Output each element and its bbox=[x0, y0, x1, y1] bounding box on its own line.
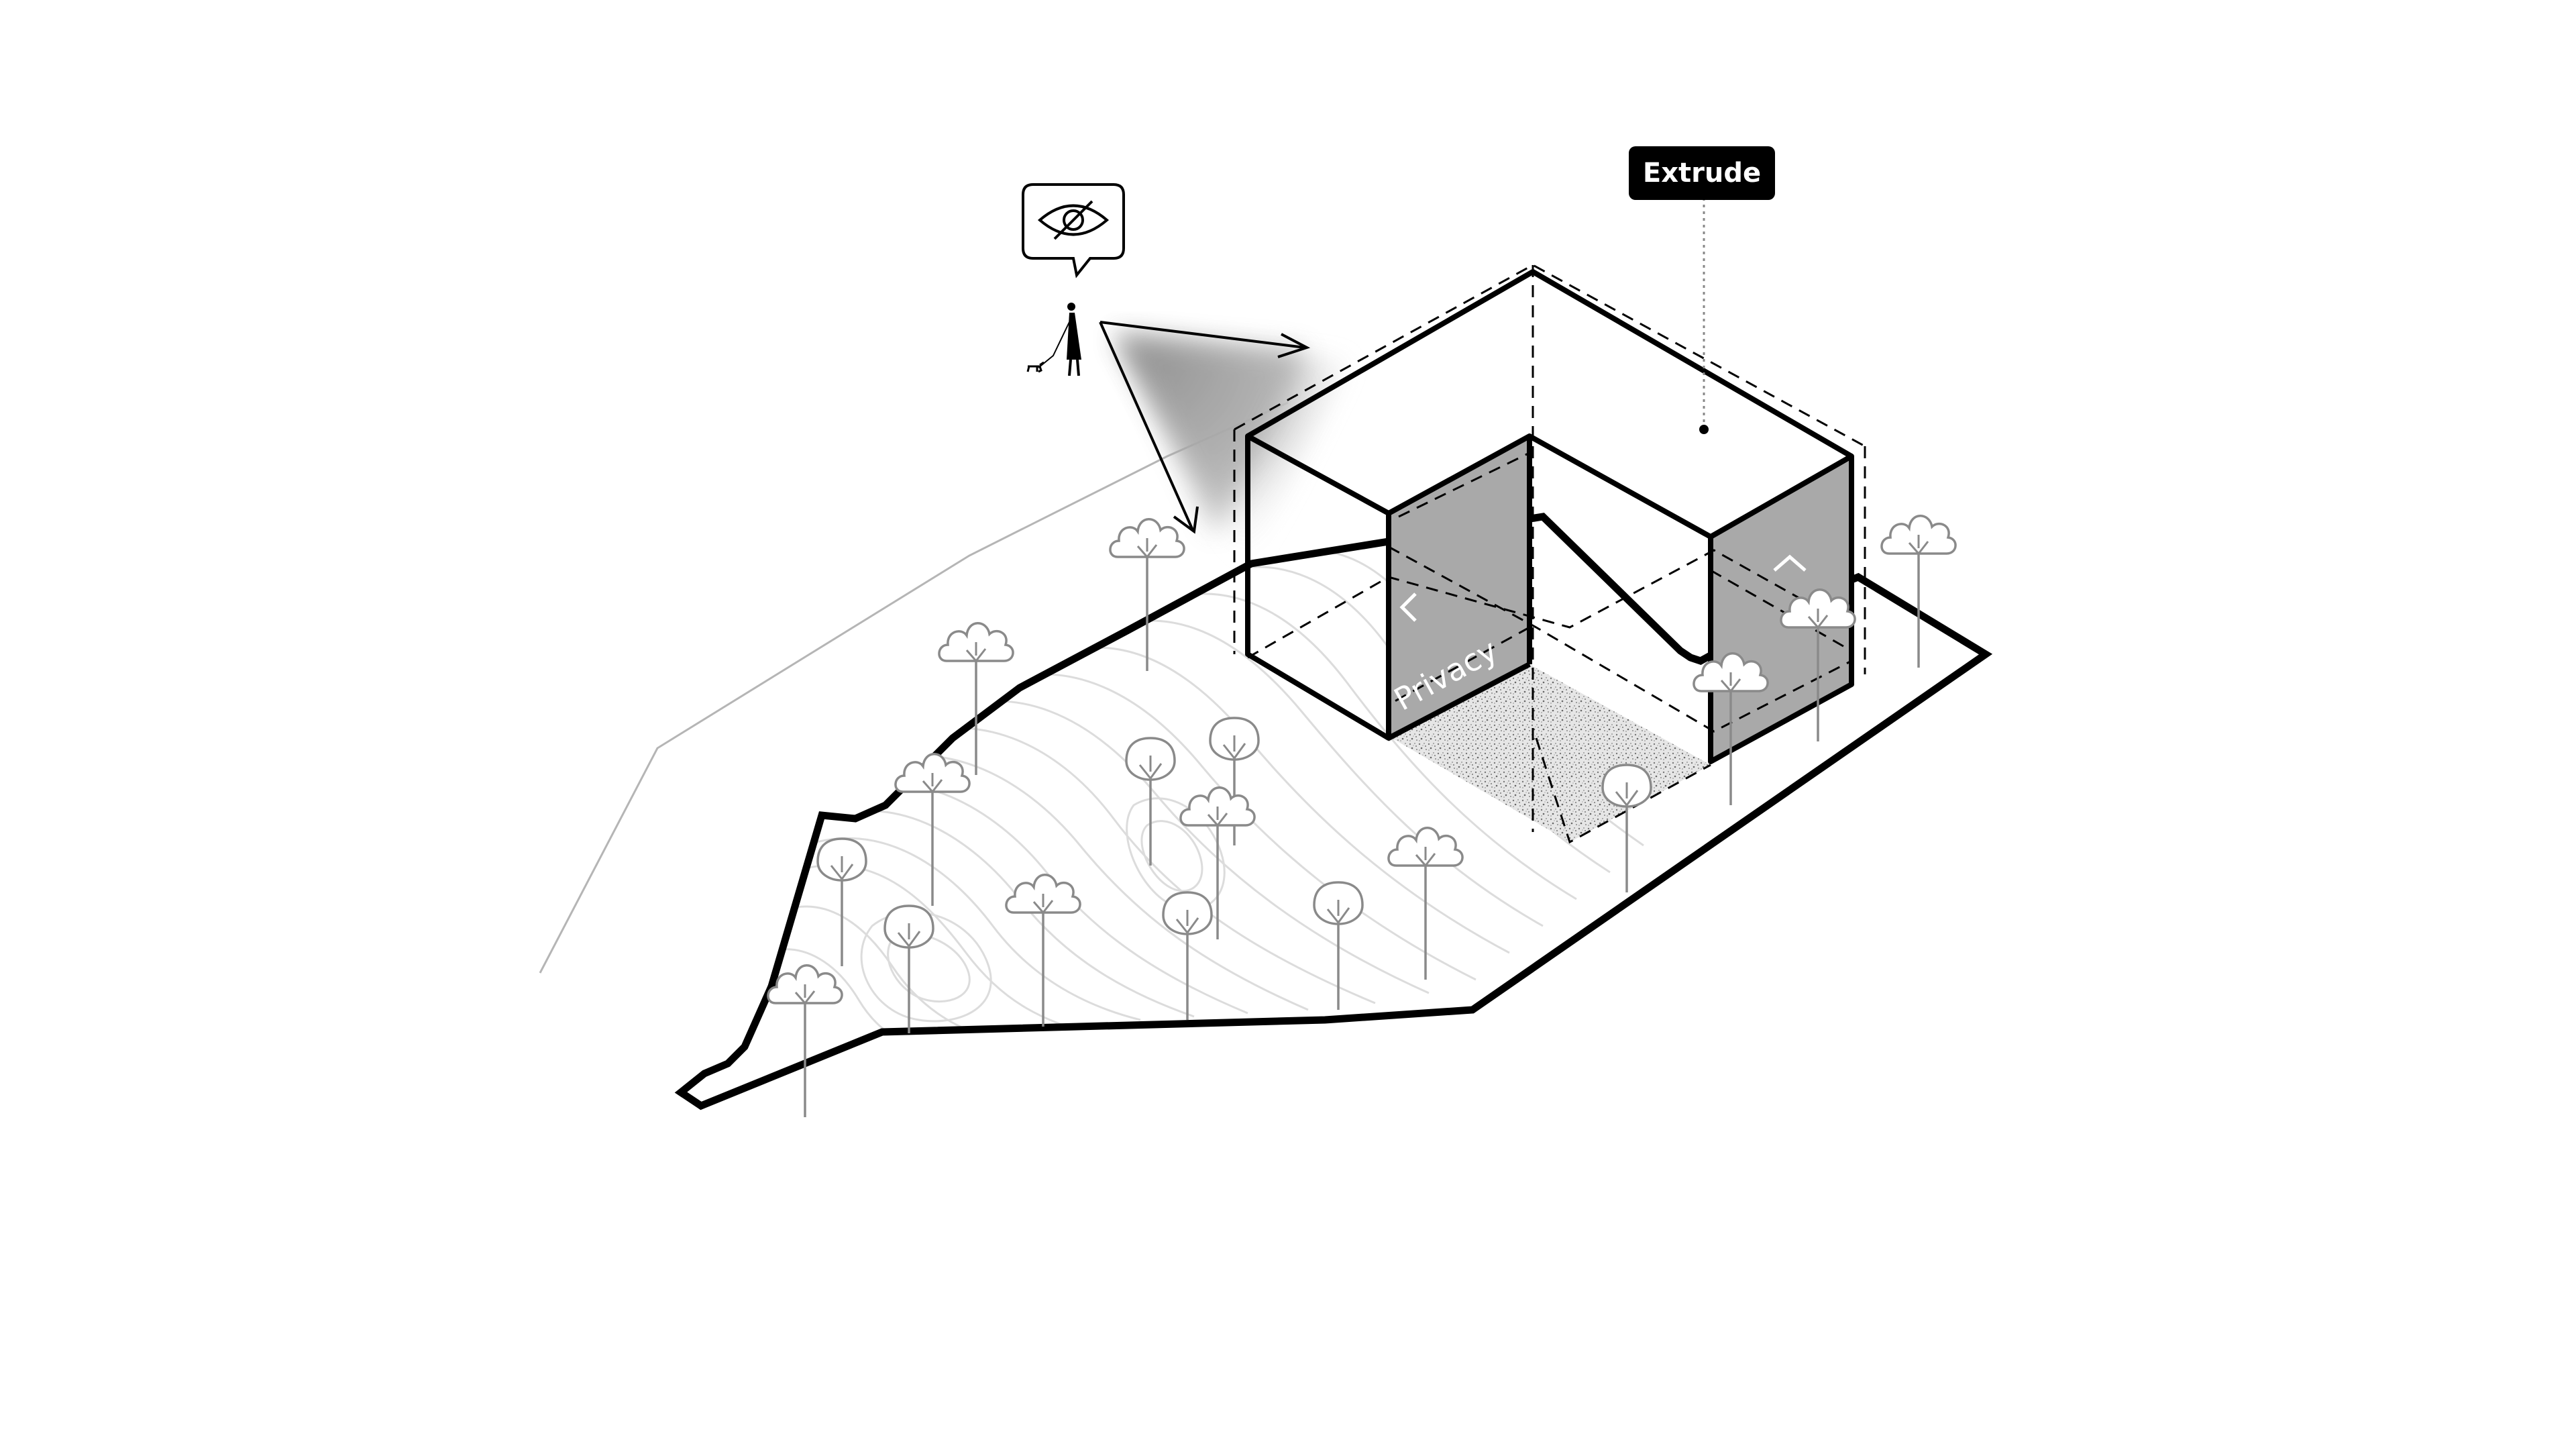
tree-icon bbox=[1109, 517, 1185, 672]
eye-slash-icon bbox=[1037, 200, 1110, 240]
tree-icon bbox=[816, 837, 867, 968]
tree-icon bbox=[1601, 764, 1652, 894]
tree-icon bbox=[1313, 881, 1364, 1011]
extrude-point bbox=[1699, 425, 1709, 434]
tree-icon bbox=[1880, 514, 1957, 669]
view-arrows bbox=[1099, 321, 1311, 534]
tree-icon bbox=[1387, 826, 1464, 981]
chevron-left-icon bbox=[1399, 592, 1417, 622]
building-volume bbox=[1245, 269, 1854, 764]
tree-icon bbox=[1125, 737, 1176, 867]
extrusion-dashed-lines bbox=[1233, 264, 1866, 844]
tree-icon bbox=[767, 964, 843, 1119]
extrude-label: Extrude bbox=[1629, 146, 1775, 200]
privacy-panel bbox=[1389, 436, 1529, 741]
chevron-up-icon bbox=[1773, 554, 1807, 572]
person-walking-dog-icon bbox=[1026, 303, 1081, 376]
tree-icon bbox=[894, 752, 971, 907]
speech-bubble bbox=[1022, 183, 1125, 278]
extrude-label-text: Extrude bbox=[1642, 158, 1762, 189]
